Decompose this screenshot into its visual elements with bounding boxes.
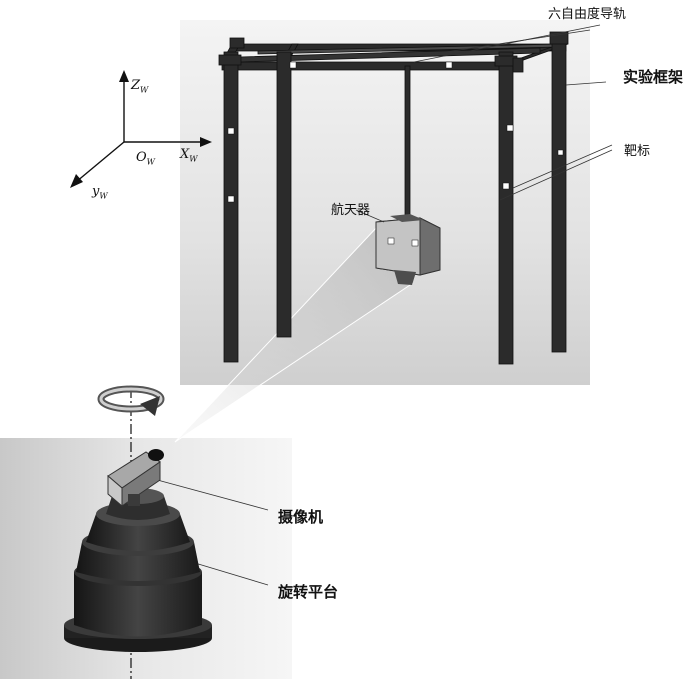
axis-label-x: XW [180,147,198,164]
upper-background [180,20,590,385]
rotation-arrow-icon [97,385,165,416]
world-axes [70,70,212,188]
label-experiment-frame: 实验框架 [623,68,684,86]
rotating-platform [64,488,212,652]
axis-label-origin: OW [136,150,155,167]
axis-label-y: yW [92,184,108,201]
spacecraft-model [375,214,441,285]
experiment-frame [218,31,569,365]
label-target: 靶标 [624,144,651,159]
label-rotating-platform: 旋转平台 [278,583,339,601]
target-markers [227,61,564,203]
label-spacecraft: 航天器 [331,203,371,218]
axis-label-z: ZW [131,78,149,95]
label-camera: 摄像机 [278,508,324,526]
leader-lines [149,24,613,586]
label-six-dof-rail: 六自由度导轨 [548,7,627,22]
view-cone [175,226,418,442]
camera-model [107,449,164,508]
